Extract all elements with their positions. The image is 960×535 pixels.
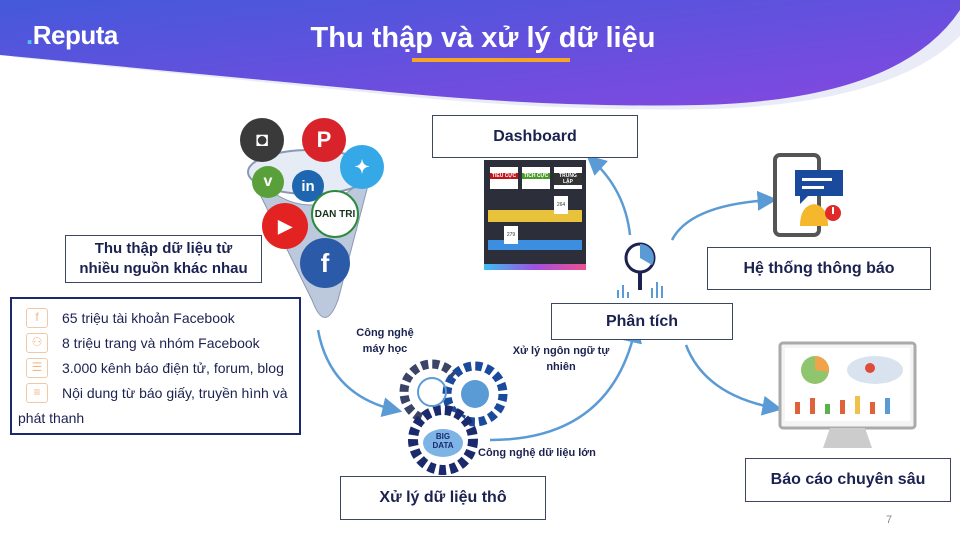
stat-item: ≡ Nội dung từ báo giấy, truyền hình và	[20, 380, 291, 405]
stat-item: f 65 triệu tài khoản Facebook	[20, 305, 291, 330]
sources-label: Thu thập dữ liệu từ nhiều nguồn khác nha…	[65, 235, 262, 283]
title-underline	[412, 58, 570, 62]
tag-positive: TÍCH CỰC	[522, 173, 550, 179]
page-number: 7	[886, 514, 893, 526]
page-title: Thu thập và xử lý dữ liệu	[310, 22, 656, 54]
linkedin-icon: in	[292, 170, 324, 202]
tag-neutral: TRUNG LẬP	[554, 173, 582, 185]
arrow-analysis-to-notify	[670, 190, 778, 241]
header-band	[0, 0, 960, 106]
notification-box: Hệ thống thông báo	[707, 247, 931, 290]
stat-item: ⚇ 8 triệu trang và nhóm Facebook	[20, 330, 291, 355]
facebook-icon: f	[300, 238, 350, 288]
dashboard-screenshot: TIÊU CỰC TÍCH CỰC TRUNG LẬP 264 279	[484, 160, 586, 270]
stat-text: Nội dung từ báo giấy, truyền hình và	[62, 384, 288, 401]
report-box: Báo cáo chuyên sâu	[745, 458, 951, 502]
youtube-icon: ▶	[262, 203, 308, 249]
bigdata-label: Công nghệ dữ liệu lớn	[478, 447, 596, 459]
stat-item: ☰ 3.000 kênh báo điện tử, forum, blog	[20, 355, 291, 380]
nlp-label: Xử lý ngôn ngữ tự nhiên	[512, 345, 610, 373]
twitter-icon: ✦	[340, 145, 384, 189]
stat-text: 3.000 kênh báo điện tử, forum, blog	[62, 359, 284, 376]
analysis-magnifier-icon	[617, 242, 663, 298]
stat-text: 65 triệu tài khoản Facebook	[62, 309, 235, 326]
arrow-analysis-to-dashboard	[586, 154, 632, 236]
value-card: 279	[504, 226, 518, 244]
stat-text: phát thanh	[18, 409, 85, 426]
arrow-analysis-to-report	[684, 344, 783, 416]
stat-item-continued: phát thanh	[18, 405, 291, 430]
notification-phone-icon	[773, 153, 843, 237]
network-icon: ⚇	[26, 332, 48, 353]
pinterest-icon: P	[302, 118, 346, 162]
dashboard-box: Dashboard	[432, 115, 638, 158]
facebook-icon: f	[26, 307, 48, 328]
arrow-funnel-to-gears	[316, 329, 403, 417]
stats-list: f 65 triệu tài khoản Facebook ⚇ 8 triệu tr…	[10, 297, 301, 435]
value-card: 264	[554, 196, 568, 214]
ml-label: Công nghệ máy học	[356, 327, 414, 355]
report-monitor-icon	[778, 341, 917, 448]
reputa-logo: .Reputa	[26, 20, 118, 50]
raw-processing-box: Xử lý dữ liệu thô	[340, 476, 546, 520]
analysis-box: Phân tích	[551, 303, 733, 340]
newspaper-icon: ≡	[26, 382, 48, 403]
dantri-icon: DAN TRI	[311, 190, 359, 238]
tag-negative: TIÊU CỰC	[490, 173, 518, 179]
chat-icon: ☰	[26, 357, 48, 378]
vimeo-icon: v	[252, 166, 284, 198]
stat-text: 8 triệu trang và nhóm Facebook	[62, 334, 260, 351]
arrow-gears-to-analysis	[489, 322, 642, 442]
instagram-icon: ◘	[240, 118, 284, 162]
gears-icon	[399, 359, 508, 475]
